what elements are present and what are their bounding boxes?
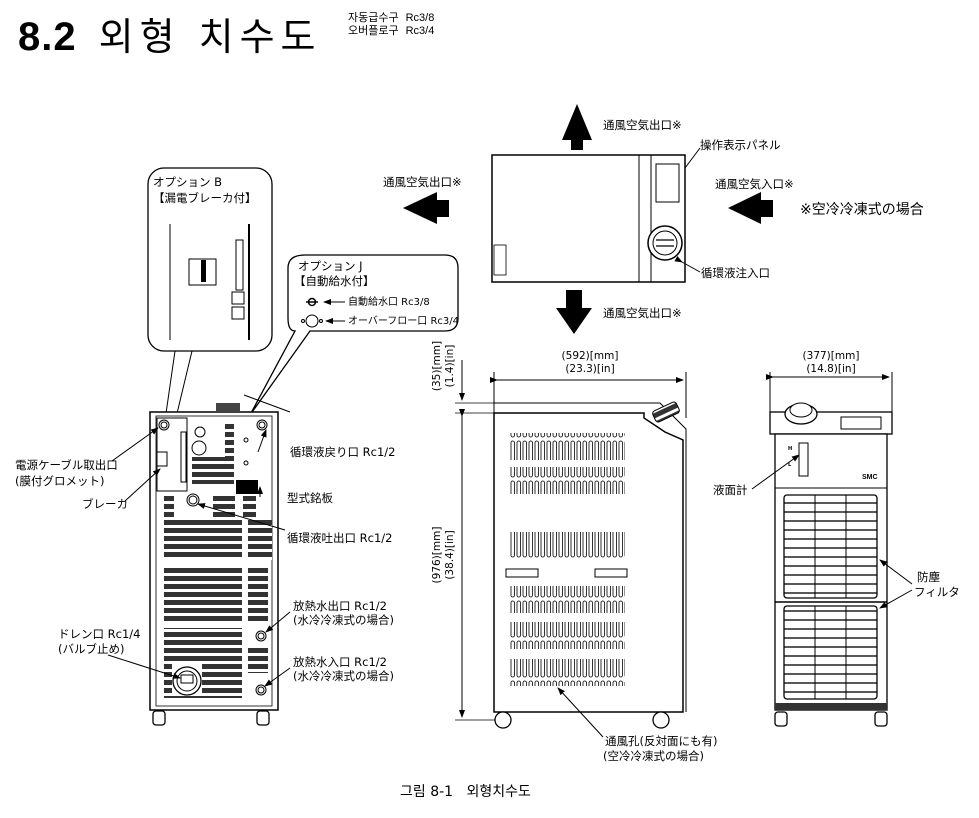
figure-number: 그림 8-1	[400, 784, 454, 800]
dim-width-mm: (592)[mm]	[561, 350, 619, 362]
dim-front-width-in: (14.8)[in]	[806, 363, 856, 375]
label-vent-outlet-bottom: 通風空気出口※	[603, 306, 682, 320]
side-view	[455, 360, 687, 738]
label-outlet-port: 循環液吐出口 Rc1/2	[287, 531, 393, 545]
option-b-subtitle: 【漏電ブレーカ付】	[153, 191, 257, 205]
arrow-up-icon	[562, 104, 592, 150]
note-overflow: 오버플로구 Rc3/4	[348, 24, 435, 37]
label-heat-water-in: 放熱水入口 Rc1/2	[293, 655, 387, 669]
label-heat-water-out-sub: (水冷冷凍式の場合)	[293, 613, 394, 627]
label-control-panel: 操作表示パネル	[700, 138, 781, 152]
label-fill-port: 循環液注入口	[701, 266, 770, 280]
dim-height-mm: (976)[mm]	[431, 526, 443, 584]
arrow-down-icon	[556, 290, 592, 334]
dim-top-offset-mm: (35)[mm]	[431, 340, 443, 392]
brand-logo: SMC	[862, 474, 878, 481]
option-j-auto-water: 自動給水口 Rc3/8	[348, 297, 430, 308]
label-air-cooled-note: ※空冷冷凍式の場合	[800, 202, 924, 218]
note-auto-water: 자동급수구 Rc3/8	[348, 11, 435, 24]
label-vent-holes: 通風孔(反対面にも有)	[605, 734, 718, 748]
option-b-title: オプション B	[153, 175, 223, 189]
dim-front-width-mm: (377)[mm]	[802, 350, 860, 362]
page-title: 8.2 외형 치수도	[18, 6, 322, 61]
label-vent-holes-sub: (空冷冷凍式の場合)	[603, 749, 704, 763]
level-h-mark: H	[788, 446, 793, 452]
dim-width-in: (23.3)[in]	[565, 363, 615, 375]
option-j-callout	[249, 254, 459, 416]
section-number: 8.2	[18, 15, 77, 59]
level-l-mark: L	[788, 462, 792, 468]
label-dust-filter-2: フィルタ	[914, 585, 960, 599]
dim-height-in: (38.4)[in]	[444, 530, 456, 580]
label-drain-sub: (バルブ止め)	[58, 642, 125, 656]
label-drain: ドレン口 Rc1/4	[58, 627, 141, 641]
label-nameplate: 型式銘板	[287, 491, 333, 505]
top-view	[403, 104, 773, 334]
label-return-port: 循環液戻り口 Rc1/2	[290, 445, 396, 459]
rear-view	[107, 394, 291, 726]
label-dust-filter: 防塵	[917, 570, 940, 584]
label-heat-water-out: 放熱水出口 Rc1/2	[293, 599, 387, 613]
option-b-callout	[147, 167, 273, 456]
section-title: 외형 치수도	[98, 15, 322, 59]
option-j-subtitle: 【自動給水付】	[294, 274, 375, 288]
option-j-overflow: オーバーフロー口 Rc3/4	[348, 316, 460, 327]
dim-top-offset-in: (1.4)[in]	[444, 344, 456, 388]
arrow-left-in-icon	[728, 192, 773, 224]
label-vent-inlet: 通風空気入口※	[715, 177, 794, 191]
option-j-title: オプション J	[298, 259, 363, 273]
label-breaker: ブレーカ	[82, 497, 128, 511]
figure-caption: 그림 8-1 외형치수도	[400, 781, 531, 801]
arrow-left-icon	[403, 192, 449, 224]
label-cable-entry: 電源ケーブル取出口	[15, 458, 118, 472]
label-level-gauge: 液面計	[713, 483, 748, 497]
front-view	[751, 372, 913, 727]
label-cable-entry-sub: (膜付グロメット)	[15, 474, 105, 488]
figure-title: 외형치수도	[466, 784, 531, 800]
label-vent-outlet-left: 通風空気出口※	[383, 175, 462, 189]
label-heat-water-in-sub: (水冷冷凍式の場合)	[293, 669, 394, 683]
label-vent-outlet-top: 通風空気出口※	[603, 118, 682, 132]
